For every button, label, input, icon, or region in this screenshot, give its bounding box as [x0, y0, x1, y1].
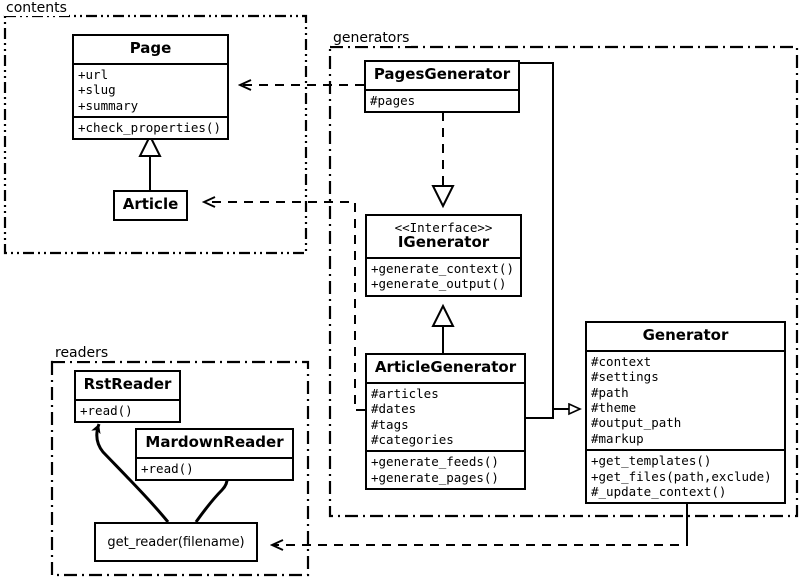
edge-articlegenerator-to-generator — [526, 409, 554, 419]
attributes-compartment-pagesgenerator: #pages — [366, 91, 518, 111]
compartment-separator — [137, 456, 292, 459]
class-name-articlegenerator: ArticleGenerator — [374, 358, 517, 376]
attribute-row: #settings — [591, 369, 659, 385]
operation-row: +check_properties() — [78, 119, 221, 135]
attribute-row: #context — [591, 353, 652, 369]
operation-row: +get_templates() — [591, 453, 712, 469]
package-label-generators: generators — [331, 30, 412, 46]
attribute-row: #categories — [371, 431, 454, 447]
attributes-compartment-generator: #context #settings #path #theme #output_… — [587, 352, 784, 449]
class-box-mardownreader[interactable]: MardownReader +read() — [135, 428, 294, 482]
operations-compartment-generator: +get_templates() +get_files(path,exclude… — [587, 451, 784, 502]
edge-generator-to-getreader — [272, 505, 688, 545]
class-name-igenerator: <<Interface>> IGenerator — [367, 216, 520, 257]
operations-compartment-mardownreader: +read() — [137, 459, 292, 479]
class-box-articlegenerator[interactable]: ArticleGenerator #articles #dates #tags … — [365, 353, 526, 491]
attribute-row: #tags — [371, 416, 409, 432]
generalization-head-igenerator-bottom — [431, 303, 455, 327]
class-box-pagesgenerator[interactable]: PagesGenerator #pages — [364, 60, 520, 114]
class-name-pagesgenerator: PagesGenerator — [373, 65, 511, 83]
package-label-contents: contents — [4, 0, 69, 16]
class-name-generator: Generator — [642, 326, 729, 344]
operations-compartment-page: +check_properties() — [74, 118, 227, 138]
class-box-page[interactable]: Page +url +slug +summary +check_properti… — [72, 34, 229, 141]
compartment-separator — [587, 349, 784, 352]
class-name-article: Article — [122, 195, 179, 213]
function-label: get_reader(filename) — [107, 534, 245, 550]
compartment-separator — [74, 115, 227, 118]
attribute-row: #dates — [371, 401, 417, 417]
class-box-igenerator[interactable]: <<Interface>> IGenerator +generate_conte… — [365, 214, 522, 297]
class-name-rstreader: RstReader — [83, 375, 172, 393]
attribute-row: +summary — [78, 97, 139, 113]
operations-compartment-igenerator: +generate_context() +generate_output() — [367, 259, 520, 295]
class-name-mardownreader: MardownReader — [145, 433, 284, 451]
edge-pagesgenerator-to-generator — [520, 62, 580, 409]
compartment-separator — [367, 381, 524, 384]
class-box-article[interactable]: Article — [113, 190, 188, 221]
compartment-separator — [367, 450, 524, 453]
operation-row: #_update_context() — [591, 484, 727, 499]
compartment-separator — [587, 449, 784, 452]
attributes-compartment-page: +url +slug +summary — [74, 65, 227, 116]
operation-row: +generate_feeds() — [371, 454, 499, 470]
attribute-row: #markup — [591, 430, 644, 446]
operations-compartment-articlegenerator: +generate_feeds() +generate_pages() — [367, 452, 524, 488]
class-box-rstreader[interactable]: RstReader +read() — [74, 370, 181, 424]
attribute-row: #output_path — [591, 415, 682, 431]
attributes-compartment-articlegenerator: #articles #dates #tags #categories — [367, 384, 524, 451]
class-name-text: IGenerator — [397, 233, 490, 252]
stereotype-label: <<Interface>> — [394, 220, 493, 235]
operation-row: +generate_pages() — [371, 469, 499, 485]
attribute-row: #pages — [370, 92, 416, 108]
class-box-generator[interactable]: Generator #context #settings #path #them… — [585, 321, 786, 505]
operation-row: +get_files(path,exclude) — [591, 468, 772, 484]
attribute-row: +url — [78, 66, 109, 82]
attribute-row: +slug — [78, 82, 116, 98]
operations-compartment-rstreader: +read() — [76, 401, 179, 421]
attribute-row: #articles — [371, 385, 439, 401]
class-name-page: Page — [129, 39, 172, 57]
compartment-separator — [367, 256, 520, 259]
package-label-readers: readers — [53, 345, 111, 361]
compartment-separator — [366, 88, 518, 91]
compartment-separator — [74, 62, 227, 65]
operation-row: +read() — [141, 460, 194, 476]
operation-row: +generate_output() — [371, 276, 507, 292]
compartment-separator — [76, 398, 179, 401]
attribute-row: #path — [591, 384, 629, 400]
operation-row: +generate_context() — [371, 260, 514, 276]
function-box-get-reader[interactable]: get_reader(filename) — [94, 522, 258, 562]
attribute-row: #theme — [591, 399, 637, 415]
edge-articlegenerator-to-article — [204, 202, 365, 411]
realization-head-igenerator — [431, 185, 455, 209]
operation-row: +read() — [80, 402, 133, 418]
